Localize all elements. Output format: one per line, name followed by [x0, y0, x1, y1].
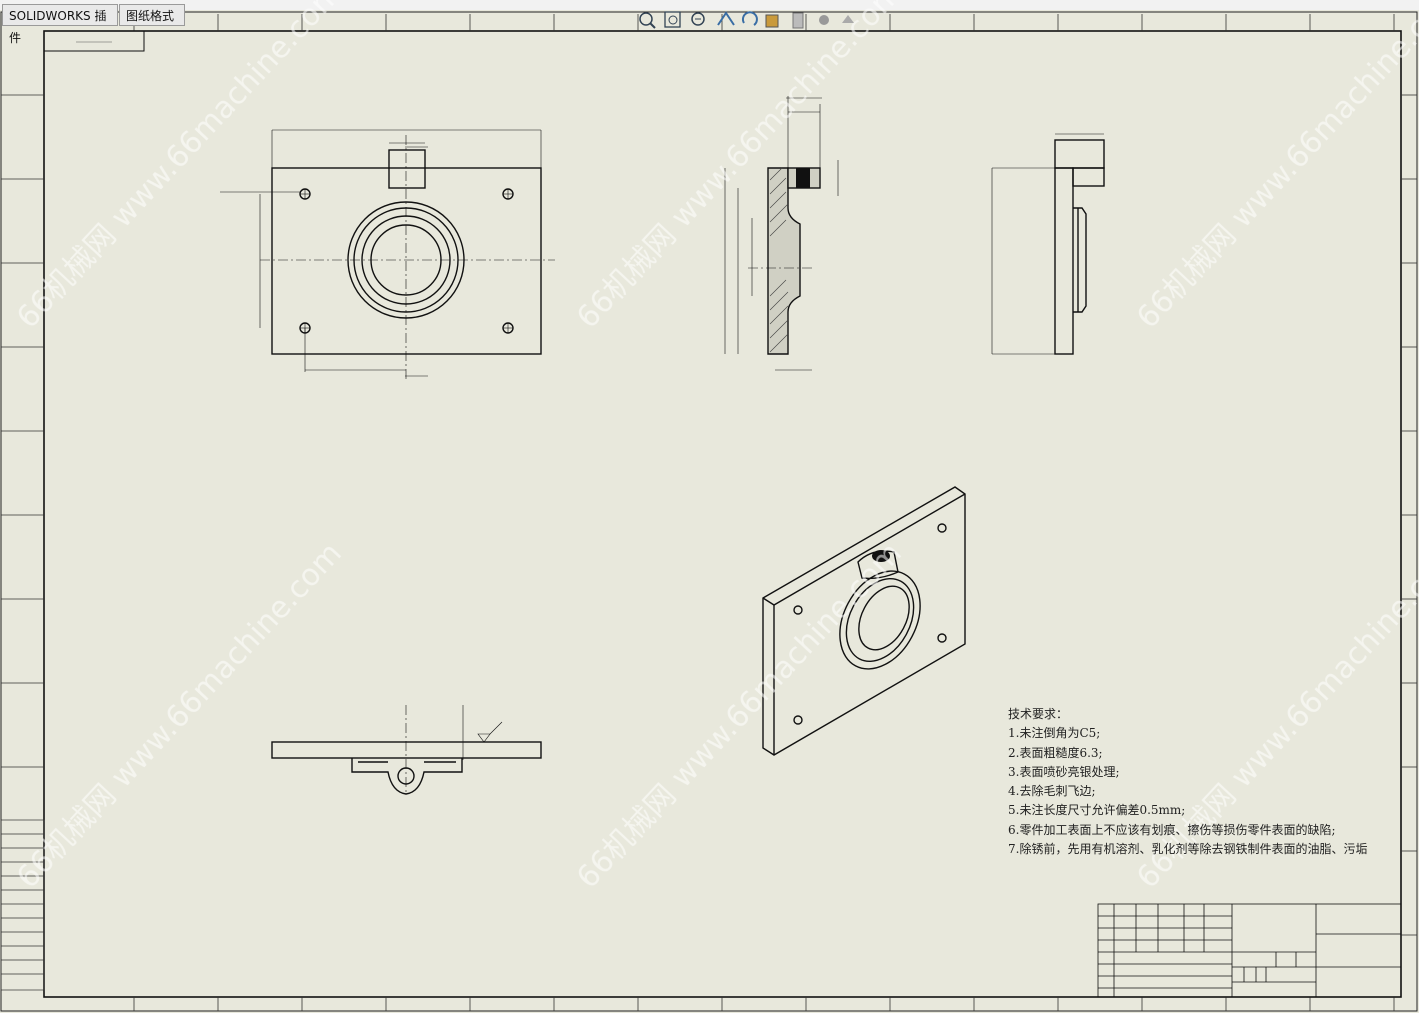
section-view[interactable]	[724, 96, 839, 371]
rotate-icon[interactable]	[741, 11, 758, 26]
tab-solidworks-addins[interactable]: SOLIDWORKS 插件	[2, 4, 118, 45]
front-view-dimensions	[220, 129, 555, 380]
note-item: 1.未注倒角为C5;	[1008, 726, 1101, 741]
view-toolbar	[639, 11, 854, 29]
zoom-in-out-icon[interactable]	[691, 12, 705, 26]
notes-title: 技术要求：	[1008, 707, 1069, 721]
zoom-to-area-icon[interactable]	[664, 11, 681, 28]
isometric-view[interactable]	[762, 486, 966, 756]
zoom-to-fit-icon[interactable]	[639, 12, 656, 29]
display-style-icon[interactable]	[792, 12, 804, 29]
note-item: 6.零件加工表面上不应该有划痕、擦伤等损伤零件表面的缺陷;	[1008, 822, 1336, 837]
identification-box	[43, 30, 145, 52]
isometric-hole	[872, 550, 890, 562]
tab-sheet-format[interactable]: 图纸格式	[119, 4, 185, 26]
technical-requirements: 技术要求： 1.未注倒角为C5; 2.表面粗糙度6.3; 3.表面喷砂亮银处理;…	[1008, 705, 1367, 859]
left-stamp-column	[0, 819, 45, 991]
bottom-view[interactable]	[271, 741, 542, 795]
title-block	[1097, 903, 1402, 998]
note-item: 3.表面喷砂亮银处理;	[1008, 764, 1120, 779]
note-item: 5.未注长度尺寸允许偏差0.5mm;	[1008, 803, 1186, 818]
note-item: 2.表面粗糙度6.3;	[1008, 745, 1103, 760]
side-view-dimensions	[991, 133, 1104, 355]
zone-ticks	[1, 14, 1417, 1011]
hide-show-icon[interactable]	[819, 15, 829, 25]
bottom-view-dimensions	[405, 705, 503, 795]
view-orientation-icon[interactable]	[765, 14, 779, 28]
front-view-cross-marks	[300, 189, 513, 333]
note-item: 4.去除毛刺飞边;	[1008, 784, 1096, 799]
appearance-icon[interactable]	[842, 15, 854, 23]
pan-icon[interactable]	[717, 11, 735, 26]
side-view[interactable]	[1054, 139, 1105, 355]
note-item: 7.除锈前，先用有机溶剂、乳化剂等除去钢铁制件表面的油脂、污垢	[1008, 842, 1368, 857]
